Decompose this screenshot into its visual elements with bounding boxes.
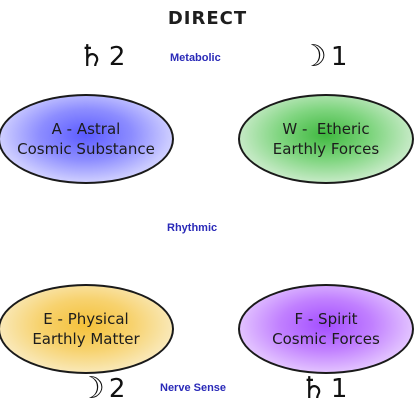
top-right-number: 1 bbox=[330, 42, 348, 72]
physical-ellipse: E - Physical Earthly Matter bbox=[0, 284, 174, 374]
moon-icon: ☽ bbox=[300, 39, 327, 74]
astral-subtitle: Cosmic Substance bbox=[17, 140, 155, 158]
spirit-subtitle: Cosmic Forces bbox=[272, 330, 380, 348]
diagram-title: DIRECT bbox=[167, 8, 248, 29]
astral-ellipse: A - Astral Cosmic Substance bbox=[0, 94, 174, 184]
metabolic-label: Metabolic bbox=[170, 52, 221, 64]
moon-icon: ☽ bbox=[78, 371, 105, 406]
top-left-marker: ♄ 2 bbox=[78, 42, 125, 72]
nerve-sense-label: Nerve Sense bbox=[160, 382, 227, 394]
saturn-icon: ♄ bbox=[78, 39, 105, 74]
etheric-title: W - Etheric bbox=[282, 120, 370, 138]
spirit-ellipse: F - Spirit Cosmic Forces bbox=[238, 284, 414, 374]
rhythmic-label: Rhythmic bbox=[167, 222, 218, 234]
bottom-right-number: 1 bbox=[330, 374, 348, 404]
bottom-left-number: 2 bbox=[108, 374, 126, 404]
spirit-title: F - Spirit bbox=[294, 310, 358, 328]
physical-subtitle: Earthly Matter bbox=[32, 330, 140, 348]
etheric-ellipse: W - Etheric Earthly Forces bbox=[238, 94, 414, 184]
bottom-right-marker: ♄ 1 bbox=[300, 374, 347, 404]
top-right-marker: ☽ 1 bbox=[300, 42, 347, 72]
top-left-number: 2 bbox=[108, 42, 126, 72]
bottom-left-marker: ☽ 2 bbox=[78, 374, 125, 404]
astral-title: A - Astral bbox=[51, 120, 121, 138]
saturn-icon: ♄ bbox=[300, 371, 327, 406]
physical-title: E - Physical bbox=[43, 310, 129, 328]
etheric-subtitle: Earthly Forces bbox=[272, 140, 380, 158]
